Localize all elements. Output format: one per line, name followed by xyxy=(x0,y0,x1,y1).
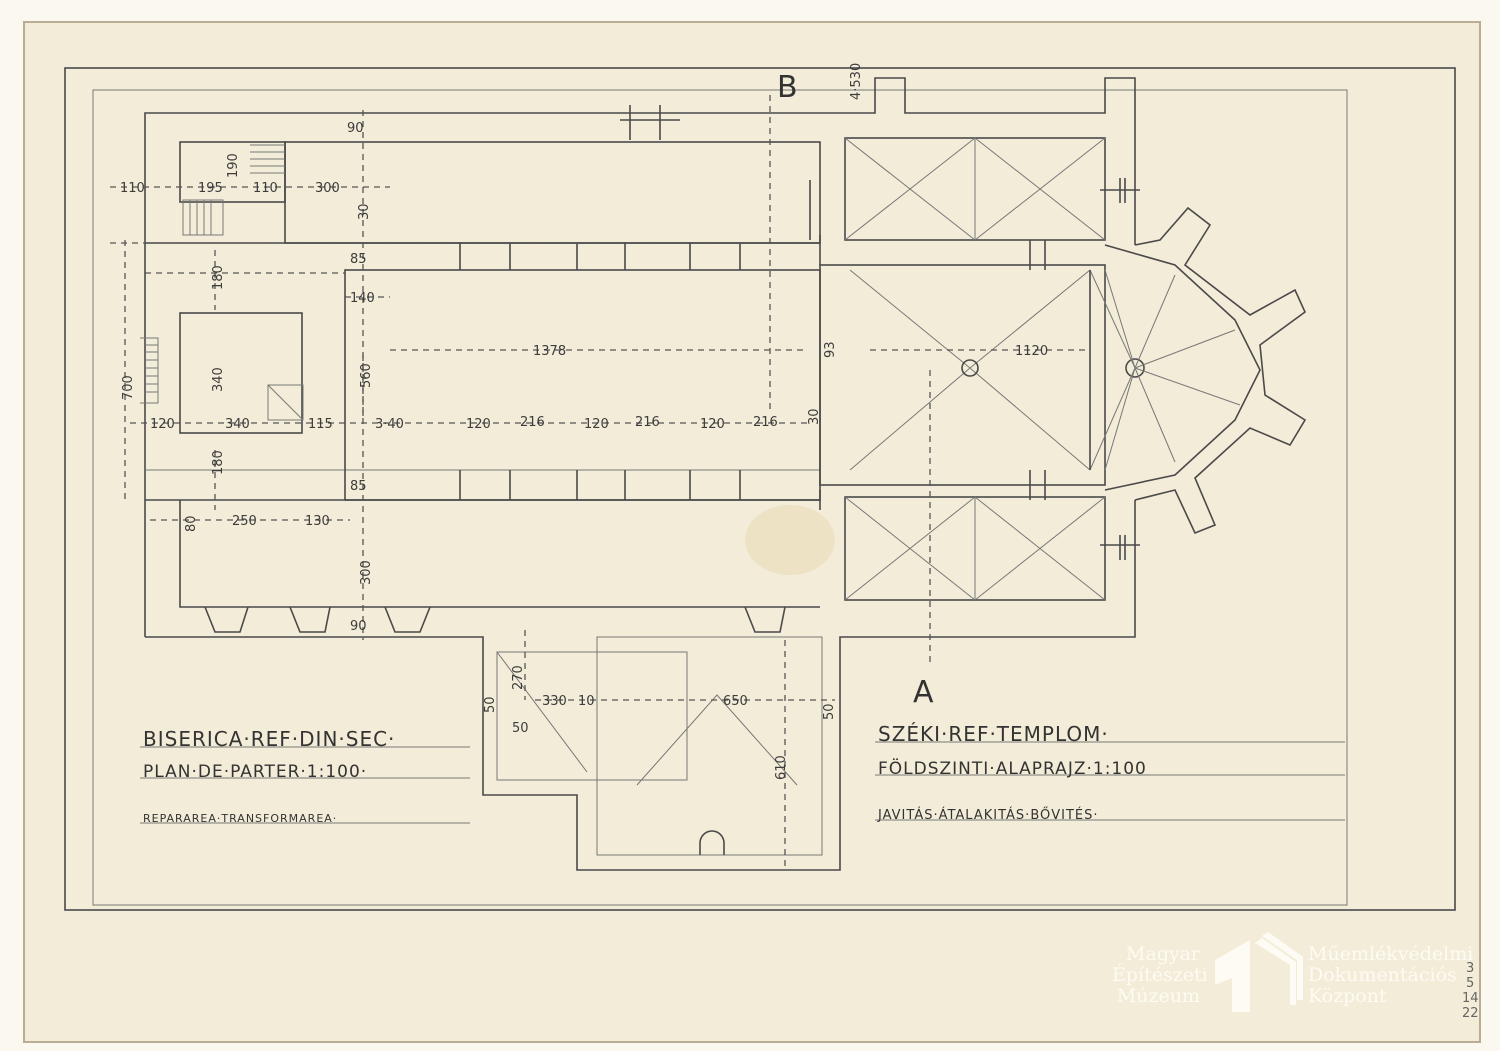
dim-label: 650 xyxy=(723,694,748,709)
dim-label: 560 xyxy=(359,363,374,388)
title-ro-church: BISERICA·REF·DIN·SEC· xyxy=(143,727,395,751)
dim-label: 250 xyxy=(232,514,257,529)
dim-label: 50 xyxy=(822,703,837,720)
dim-label: 90 xyxy=(350,619,367,634)
dim-label: 700 xyxy=(121,375,136,400)
title-block: BISERICA·REF·DIN·SEC· PLAN·DE·PARTER·1:1… xyxy=(140,722,1345,825)
dim-label: 110 xyxy=(253,181,278,196)
watermark-text: Központ xyxy=(1308,985,1387,1007)
dim-label: 340 xyxy=(225,417,250,432)
dim-label: 190 xyxy=(226,153,241,178)
dim-label: 110 xyxy=(120,181,145,196)
dim-label: 80 xyxy=(184,515,199,532)
watermark-right: Műemlékvédelmi Dokumentációs Központ xyxy=(1308,944,1473,1007)
dim-label: 120 xyxy=(584,417,609,432)
dim-label: 216 xyxy=(520,415,545,430)
dim-label: 1378 xyxy=(533,344,566,359)
dim-label: 300 xyxy=(359,560,374,585)
dim-label: 270 xyxy=(511,665,526,690)
dim-label: 50 xyxy=(512,721,529,736)
dim-label: 30 xyxy=(357,203,372,220)
title-ro-plan: PLAN·DE·PARTER·1:100· xyxy=(143,762,367,782)
dim-label: 10 xyxy=(578,694,595,709)
watermark-left: Magyar Építészeti Múzeum xyxy=(1112,943,1208,1007)
dim-label: 130 xyxy=(305,514,330,529)
dim-label: 3·40 xyxy=(375,417,404,432)
dim-label: 4·530 xyxy=(849,63,864,100)
archive-number: 14 xyxy=(1462,991,1479,1006)
watermark-text: Műemlékvédelmi xyxy=(1308,943,1474,965)
archive-number: 22 xyxy=(1462,1006,1479,1021)
dim-label: 300 xyxy=(315,181,340,196)
plan-walls xyxy=(140,77,1307,871)
dim-label: 180 xyxy=(211,265,226,290)
inner-frame xyxy=(92,89,1348,906)
watermark-text: Építészeti xyxy=(1112,964,1208,986)
dim-label: 340 xyxy=(211,367,226,392)
watermark-text: Múzeum xyxy=(1116,985,1200,1007)
dim-label: 120 xyxy=(466,417,491,432)
dim-label: 1120 xyxy=(1015,344,1048,359)
dim-label: 50 xyxy=(483,696,498,713)
stain xyxy=(745,505,835,575)
title-ro-repair: REPARAREA·TRANSFORMAREA· xyxy=(143,812,337,825)
dim-label: 140 xyxy=(350,291,375,306)
title-hu-church: SZÉKI·REF·TEMPLOM· xyxy=(878,722,1109,746)
title-hu-repair: JAVITÁS·ÁTALAKITÁS·BŐVITÉS· xyxy=(877,807,1099,823)
outer-frame xyxy=(64,67,1456,911)
dim-label: 90 xyxy=(347,121,364,136)
dim-label: 610 xyxy=(774,755,789,780)
dim-label: 30 xyxy=(807,408,822,425)
archive-number: 5 xyxy=(1466,976,1474,991)
watermark-text: Dokumentációs xyxy=(1308,964,1457,986)
dim-label: 120 xyxy=(700,417,725,432)
dim-label: 216 xyxy=(635,415,660,430)
section-mark-b: B xyxy=(777,70,799,105)
museum-logo-icon xyxy=(1215,932,1303,1012)
dim-label: 180 xyxy=(211,450,226,475)
title-hu-plan: FÖLDSZINTI·ALAPRAJZ·1:100 xyxy=(878,757,1147,779)
dim-label: 120 xyxy=(150,417,175,432)
section-mark-a: A xyxy=(913,675,935,710)
dimension-lines xyxy=(110,95,1090,870)
dim-label: 195 xyxy=(198,181,223,196)
archive-numbers: 3 5 14 22 xyxy=(1462,961,1479,1021)
dim-label: 330 xyxy=(542,694,567,709)
dim-label: 85 xyxy=(350,479,367,494)
dim-label: 85 xyxy=(350,252,367,267)
dim-label: 115 xyxy=(308,417,333,432)
archive-number: 3 xyxy=(1466,961,1474,976)
dim-label: 93 xyxy=(823,341,838,358)
dimension-labels: B A 4·530 90 110 195 190 110 300 30 85 1… xyxy=(120,63,1048,780)
dim-label: 216 xyxy=(753,415,778,430)
watermark-text: Magyar xyxy=(1125,943,1200,965)
